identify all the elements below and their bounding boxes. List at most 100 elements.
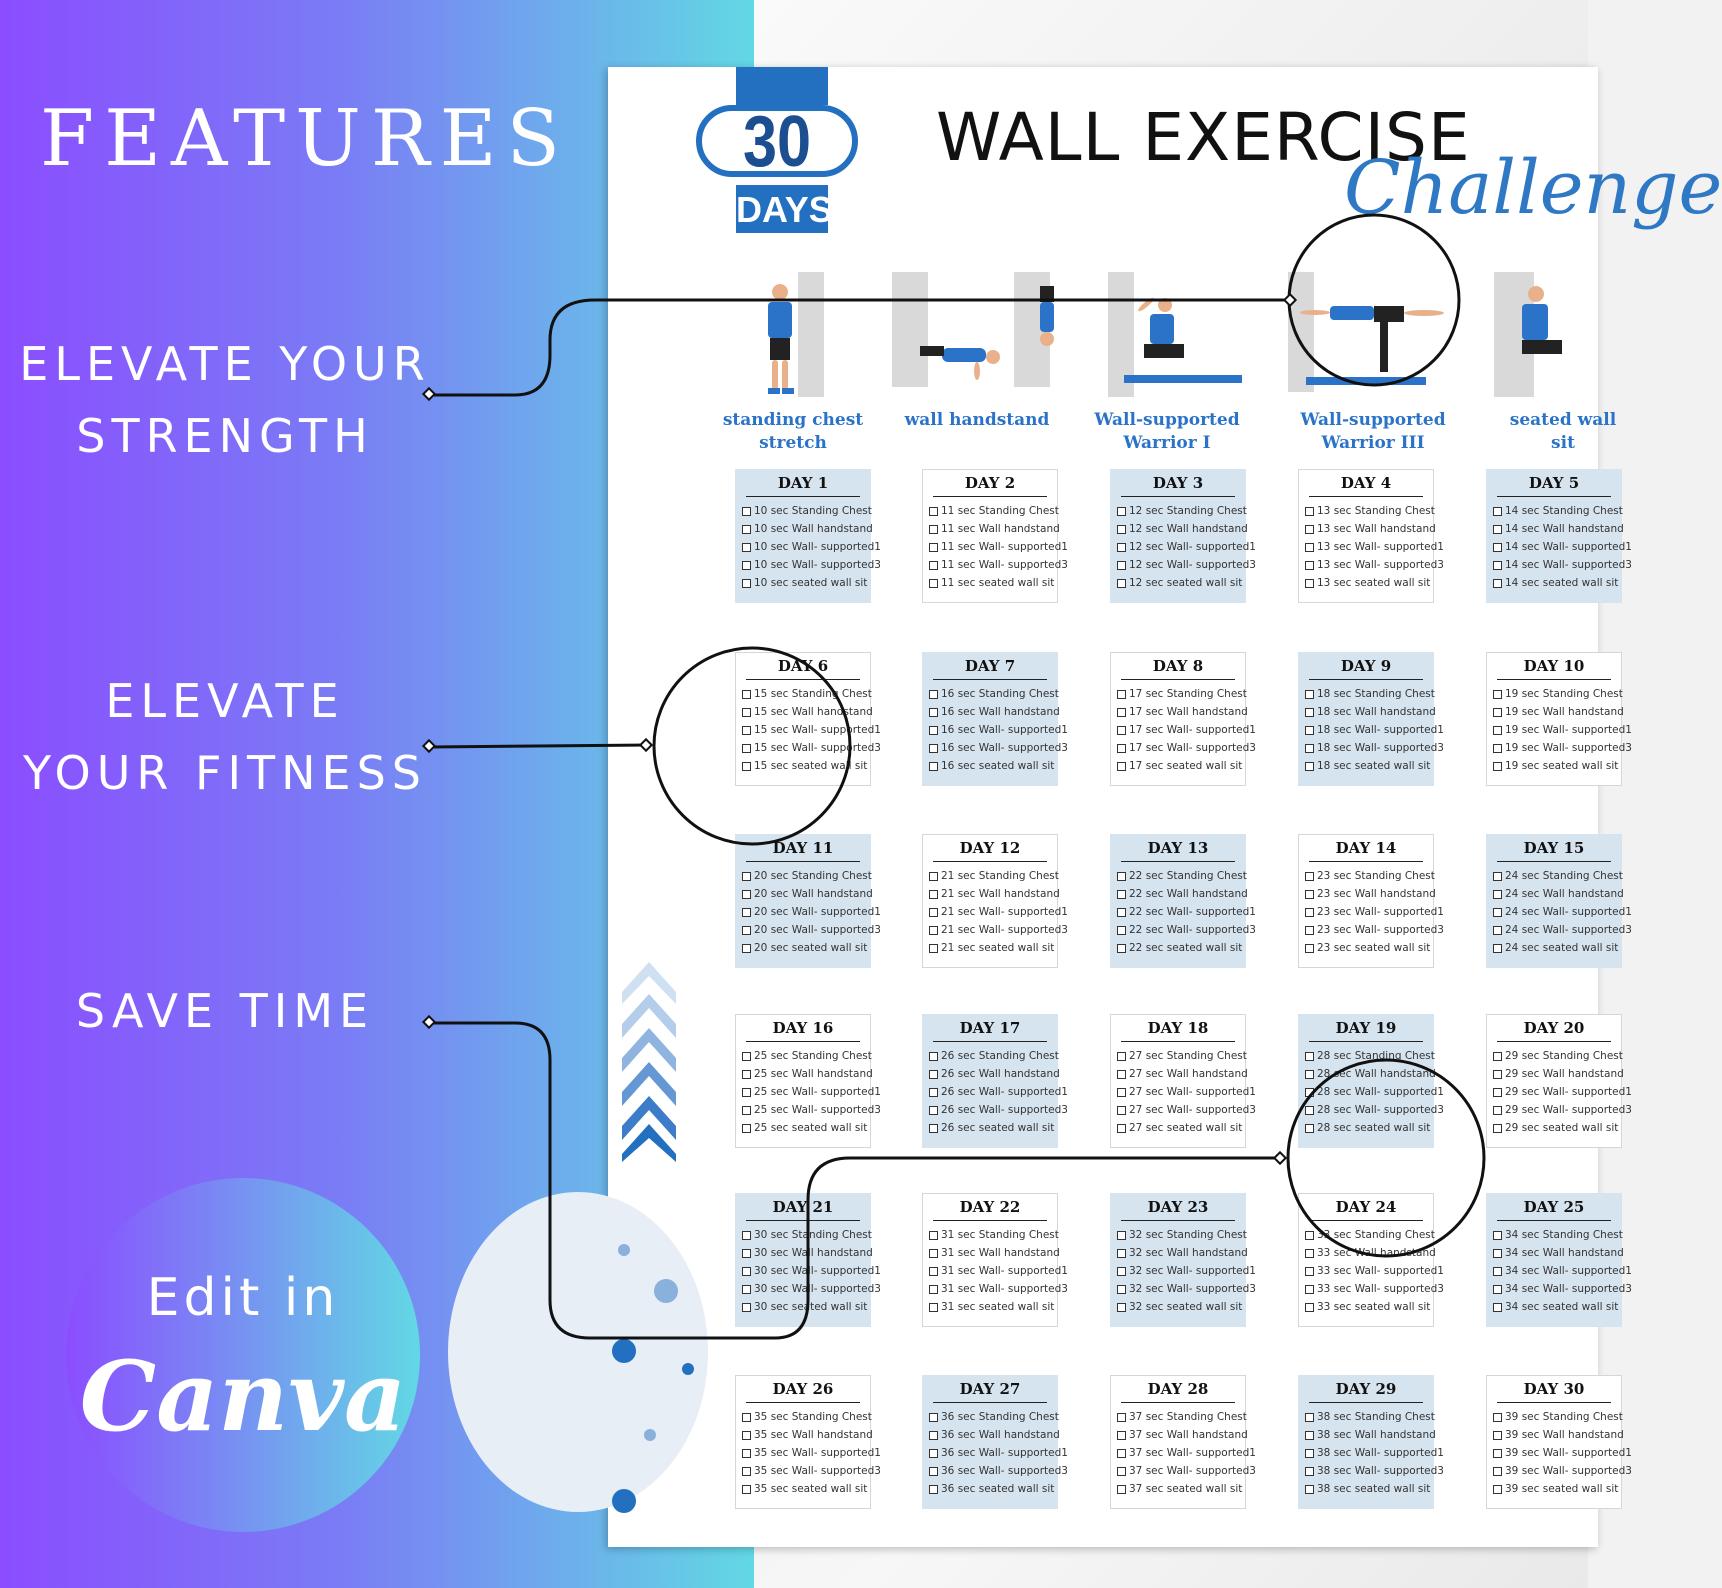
- checkbox-icon[interactable]: [1493, 1230, 1502, 1240]
- checkbox-icon[interactable]: [929, 725, 938, 735]
- checkbox-icon[interactable]: [1117, 1051, 1126, 1061]
- checkbox-icon[interactable]: [1493, 1484, 1502, 1494]
- checkbox-icon[interactable]: [1305, 1230, 1314, 1240]
- checkbox-icon[interactable]: [929, 1302, 938, 1312]
- checkbox-icon[interactable]: [742, 1105, 751, 1115]
- checkbox-icon[interactable]: [1305, 542, 1314, 552]
- checkbox-icon[interactable]: [1493, 1266, 1502, 1276]
- checkbox-icon[interactable]: [1305, 1266, 1314, 1276]
- checkbox-icon[interactable]: [742, 1412, 751, 1422]
- checkbox-icon[interactable]: [742, 1484, 751, 1494]
- checkbox-icon[interactable]: [742, 1230, 751, 1240]
- checkbox-icon[interactable]: [1493, 506, 1502, 516]
- checkbox-icon[interactable]: [1305, 1105, 1314, 1115]
- checkbox-icon[interactable]: [742, 1284, 751, 1294]
- checkbox-icon[interactable]: [929, 1051, 938, 1061]
- checkbox-icon[interactable]: [1305, 1430, 1314, 1440]
- checkbox-icon[interactable]: [1493, 925, 1502, 935]
- checkbox-icon[interactable]: [1305, 1051, 1314, 1061]
- checkbox-icon[interactable]: [1117, 1266, 1126, 1276]
- checkbox-icon[interactable]: [1305, 524, 1314, 534]
- checkbox-icon[interactable]: [929, 524, 938, 534]
- checkbox-icon[interactable]: [929, 925, 938, 935]
- checkbox-icon[interactable]: [1117, 725, 1126, 735]
- checkbox-icon[interactable]: [1305, 506, 1314, 516]
- checkbox-icon[interactable]: [1305, 1484, 1314, 1494]
- checkbox-icon[interactable]: [1493, 1412, 1502, 1422]
- checkbox-icon[interactable]: [742, 889, 751, 899]
- checkbox-icon[interactable]: [1305, 560, 1314, 570]
- checkbox-icon[interactable]: [1305, 1087, 1314, 1097]
- checkbox-icon[interactable]: [1117, 943, 1126, 953]
- checkbox-icon[interactable]: [742, 578, 751, 588]
- checkbox-icon[interactable]: [1305, 1069, 1314, 1079]
- checkbox-icon[interactable]: [1117, 560, 1126, 570]
- checkbox-icon[interactable]: [1117, 1284, 1126, 1294]
- checkbox-icon[interactable]: [1493, 1430, 1502, 1440]
- checkbox-icon[interactable]: [1117, 889, 1126, 899]
- checkbox-icon[interactable]: [929, 542, 938, 552]
- checkbox-icon[interactable]: [1305, 871, 1314, 881]
- checkbox-icon[interactable]: [929, 560, 938, 570]
- checkbox-icon[interactable]: [929, 1105, 938, 1115]
- checkbox-icon[interactable]: [1493, 725, 1502, 735]
- checkbox-icon[interactable]: [929, 743, 938, 753]
- checkbox-icon[interactable]: [742, 907, 751, 917]
- checkbox-icon[interactable]: [742, 524, 751, 534]
- checkbox-icon[interactable]: [929, 1266, 938, 1276]
- checkbox-icon[interactable]: [742, 1448, 751, 1458]
- checkbox-icon[interactable]: [1305, 689, 1314, 699]
- checkbox-icon[interactable]: [742, 925, 751, 935]
- checkbox-icon[interactable]: [929, 1069, 938, 1079]
- checkbox-icon[interactable]: [1117, 506, 1126, 516]
- checkbox-icon[interactable]: [929, 889, 938, 899]
- checkbox-icon[interactable]: [742, 1123, 751, 1133]
- checkbox-icon[interactable]: [742, 542, 751, 552]
- checkbox-icon[interactable]: [1493, 578, 1502, 588]
- checkbox-icon[interactable]: [929, 943, 938, 953]
- checkbox-icon[interactable]: [1493, 1248, 1502, 1258]
- checkbox-icon[interactable]: [1117, 1248, 1126, 1258]
- checkbox-icon[interactable]: [742, 943, 751, 953]
- checkbox-icon[interactable]: [929, 1466, 938, 1476]
- checkbox-icon[interactable]: [1305, 1466, 1314, 1476]
- checkbox-icon[interactable]: [742, 560, 751, 570]
- checkbox-icon[interactable]: [1493, 524, 1502, 534]
- checkbox-icon[interactable]: [1305, 743, 1314, 753]
- checkbox-icon[interactable]: [1117, 1302, 1126, 1312]
- checkbox-icon[interactable]: [1117, 1123, 1126, 1133]
- checkbox-icon[interactable]: [742, 707, 751, 717]
- checkbox-icon[interactable]: [742, 1466, 751, 1476]
- checkbox-icon[interactable]: [1117, 925, 1126, 935]
- checkbox-icon[interactable]: [1493, 1105, 1502, 1115]
- checkbox-icon[interactable]: [1493, 889, 1502, 899]
- checkbox-icon[interactable]: [1305, 761, 1314, 771]
- checkbox-icon[interactable]: [929, 1087, 938, 1097]
- checkbox-icon[interactable]: [1117, 907, 1126, 917]
- checkbox-icon[interactable]: [1493, 707, 1502, 717]
- checkbox-icon[interactable]: [1305, 707, 1314, 717]
- checkbox-icon[interactable]: [929, 1430, 938, 1440]
- checkbox-icon[interactable]: [1493, 871, 1502, 881]
- checkbox-icon[interactable]: [1117, 1448, 1126, 1458]
- checkbox-icon[interactable]: [1305, 943, 1314, 953]
- checkbox-icon[interactable]: [1305, 1302, 1314, 1312]
- checkbox-icon[interactable]: [1493, 1087, 1502, 1097]
- checkbox-icon[interactable]: [1493, 1448, 1502, 1458]
- checkbox-icon[interactable]: [1493, 1051, 1502, 1061]
- checkbox-icon[interactable]: [1305, 925, 1314, 935]
- checkbox-icon[interactable]: [1117, 761, 1126, 771]
- checkbox-icon[interactable]: [929, 1230, 938, 1240]
- checkbox-icon[interactable]: [742, 1051, 751, 1061]
- checkbox-icon[interactable]: [1493, 907, 1502, 917]
- checkbox-icon[interactable]: [1493, 1284, 1502, 1294]
- checkbox-icon[interactable]: [1305, 725, 1314, 735]
- checkbox-icon[interactable]: [742, 1087, 751, 1097]
- checkbox-icon[interactable]: [742, 871, 751, 881]
- checkbox-icon[interactable]: [929, 1412, 938, 1422]
- checkbox-icon[interactable]: [929, 506, 938, 516]
- checkbox-icon[interactable]: [742, 1302, 751, 1312]
- checkbox-icon[interactable]: [1117, 743, 1126, 753]
- checkbox-icon[interactable]: [1493, 943, 1502, 953]
- checkbox-icon[interactable]: [1493, 743, 1502, 753]
